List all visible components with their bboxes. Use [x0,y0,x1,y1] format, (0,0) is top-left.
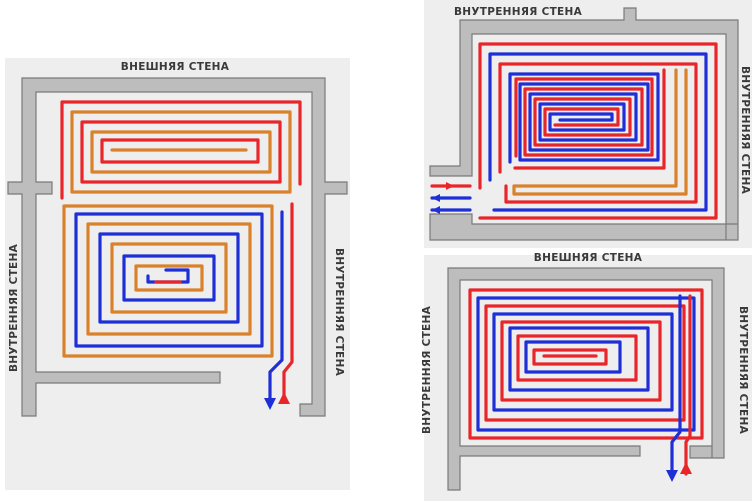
left-lower-loop-7 [134,264,204,292]
bottom-right-walls [447,267,725,491]
bottom-right-loop-2 [476,296,696,432]
top-right-walls [429,7,739,241]
bottom-right-loop-9 [532,348,608,366]
left-lower-core [146,268,190,284]
bottom-right-loop-7 [516,334,638,382]
bottom-right-inner-wall-label-left: ВНУТРЕННЯЯ СТЕНА [421,305,433,434]
top-right-return-arrow-icon-2 [432,206,440,214]
bottom-right-return-riser [670,294,682,476]
bottom-right-loop-3 [484,304,686,422]
top-right-supply-arrow-icon [446,182,454,190]
top-right-loop-2 [488,52,708,212]
left-lower-loop-5 [110,242,228,314]
left-upper-loop-2 [80,120,282,184]
left-lower-loop-1 [62,204,274,358]
bottom-right-loop-6 [508,326,650,392]
left-inner-wall-label-left: ВНУТРЕННЯЯ СТЕНА [8,243,20,372]
top-right-inner-wall-label-top: ВНУТРЕННЯЯ СТЕНА [454,6,583,18]
left-upper-loop-3 [90,130,272,174]
bottom-right-loop-5 [500,320,662,402]
left-lower-loop-6 [122,254,216,302]
left-return-arrow-icon [264,398,276,410]
bottom-right-return-arrow-icon [666,470,678,482]
left-lower-loop-2 [74,212,264,348]
left-upper-supply-pipe [60,100,302,200]
left-return-riser [268,210,284,402]
bottom-right-loop-1 [468,288,704,440]
top-right-layout: ВНУТРЕННЯЯ СТЕНА ВНУТРЕННЯЯ СТЕНА [424,0,752,248]
bottom-right-loop-4 [492,312,674,412]
bottom-right-supply-riser [684,294,692,476]
top-right-loop-6 [513,68,666,170]
left-inner-wall-label-right: ВНУТРЕННЯЯ СТЕНА [333,248,345,377]
top-right-loop-5 [508,72,660,164]
bottom-right-loop-8 [524,340,622,374]
left-lower-loop-4 [98,232,240,324]
left-walls [7,77,348,417]
top-right-inner-wall-label-right: ВНУТРЕННЯЯ СТЕНА [739,66,751,195]
bottom-right-supply-arrow-icon [680,462,692,474]
left-supply-riser [282,202,294,402]
left-outer-wall-label: ВНЕШНЯЯ СТЕНА [121,61,230,73]
left-layout: ВНЕШНЯЯ СТЕНА ВНУТРЕННЯЯ СТЕНА ВНУТРЕННЯ… [5,58,350,490]
bottom-right-layout: ВНЕШНЯЯ СТЕНА ВНУТРЕННЯЯ СТЕНА ВНУТРЕННЯ… [421,252,752,501]
left-lower-loop-3 [86,222,252,336]
bottom-right-inner-wall-label-right: ВНУТРЕННЯЯ СТЕНА [737,306,749,435]
left-supply-arrow-icon [278,392,290,404]
top-right-loop-4 [512,68,688,196]
top-right-loop-3 [498,62,698,204]
bottom-right-outer-wall-label: ВНЕШНЯЯ СТЕНА [534,252,643,264]
top-right-outer-loop [478,42,718,220]
left-upper-loop-1 [70,110,292,194]
top-right-return-arrow-icon-1 [432,194,440,202]
left-upper-loop-4 [100,138,260,164]
